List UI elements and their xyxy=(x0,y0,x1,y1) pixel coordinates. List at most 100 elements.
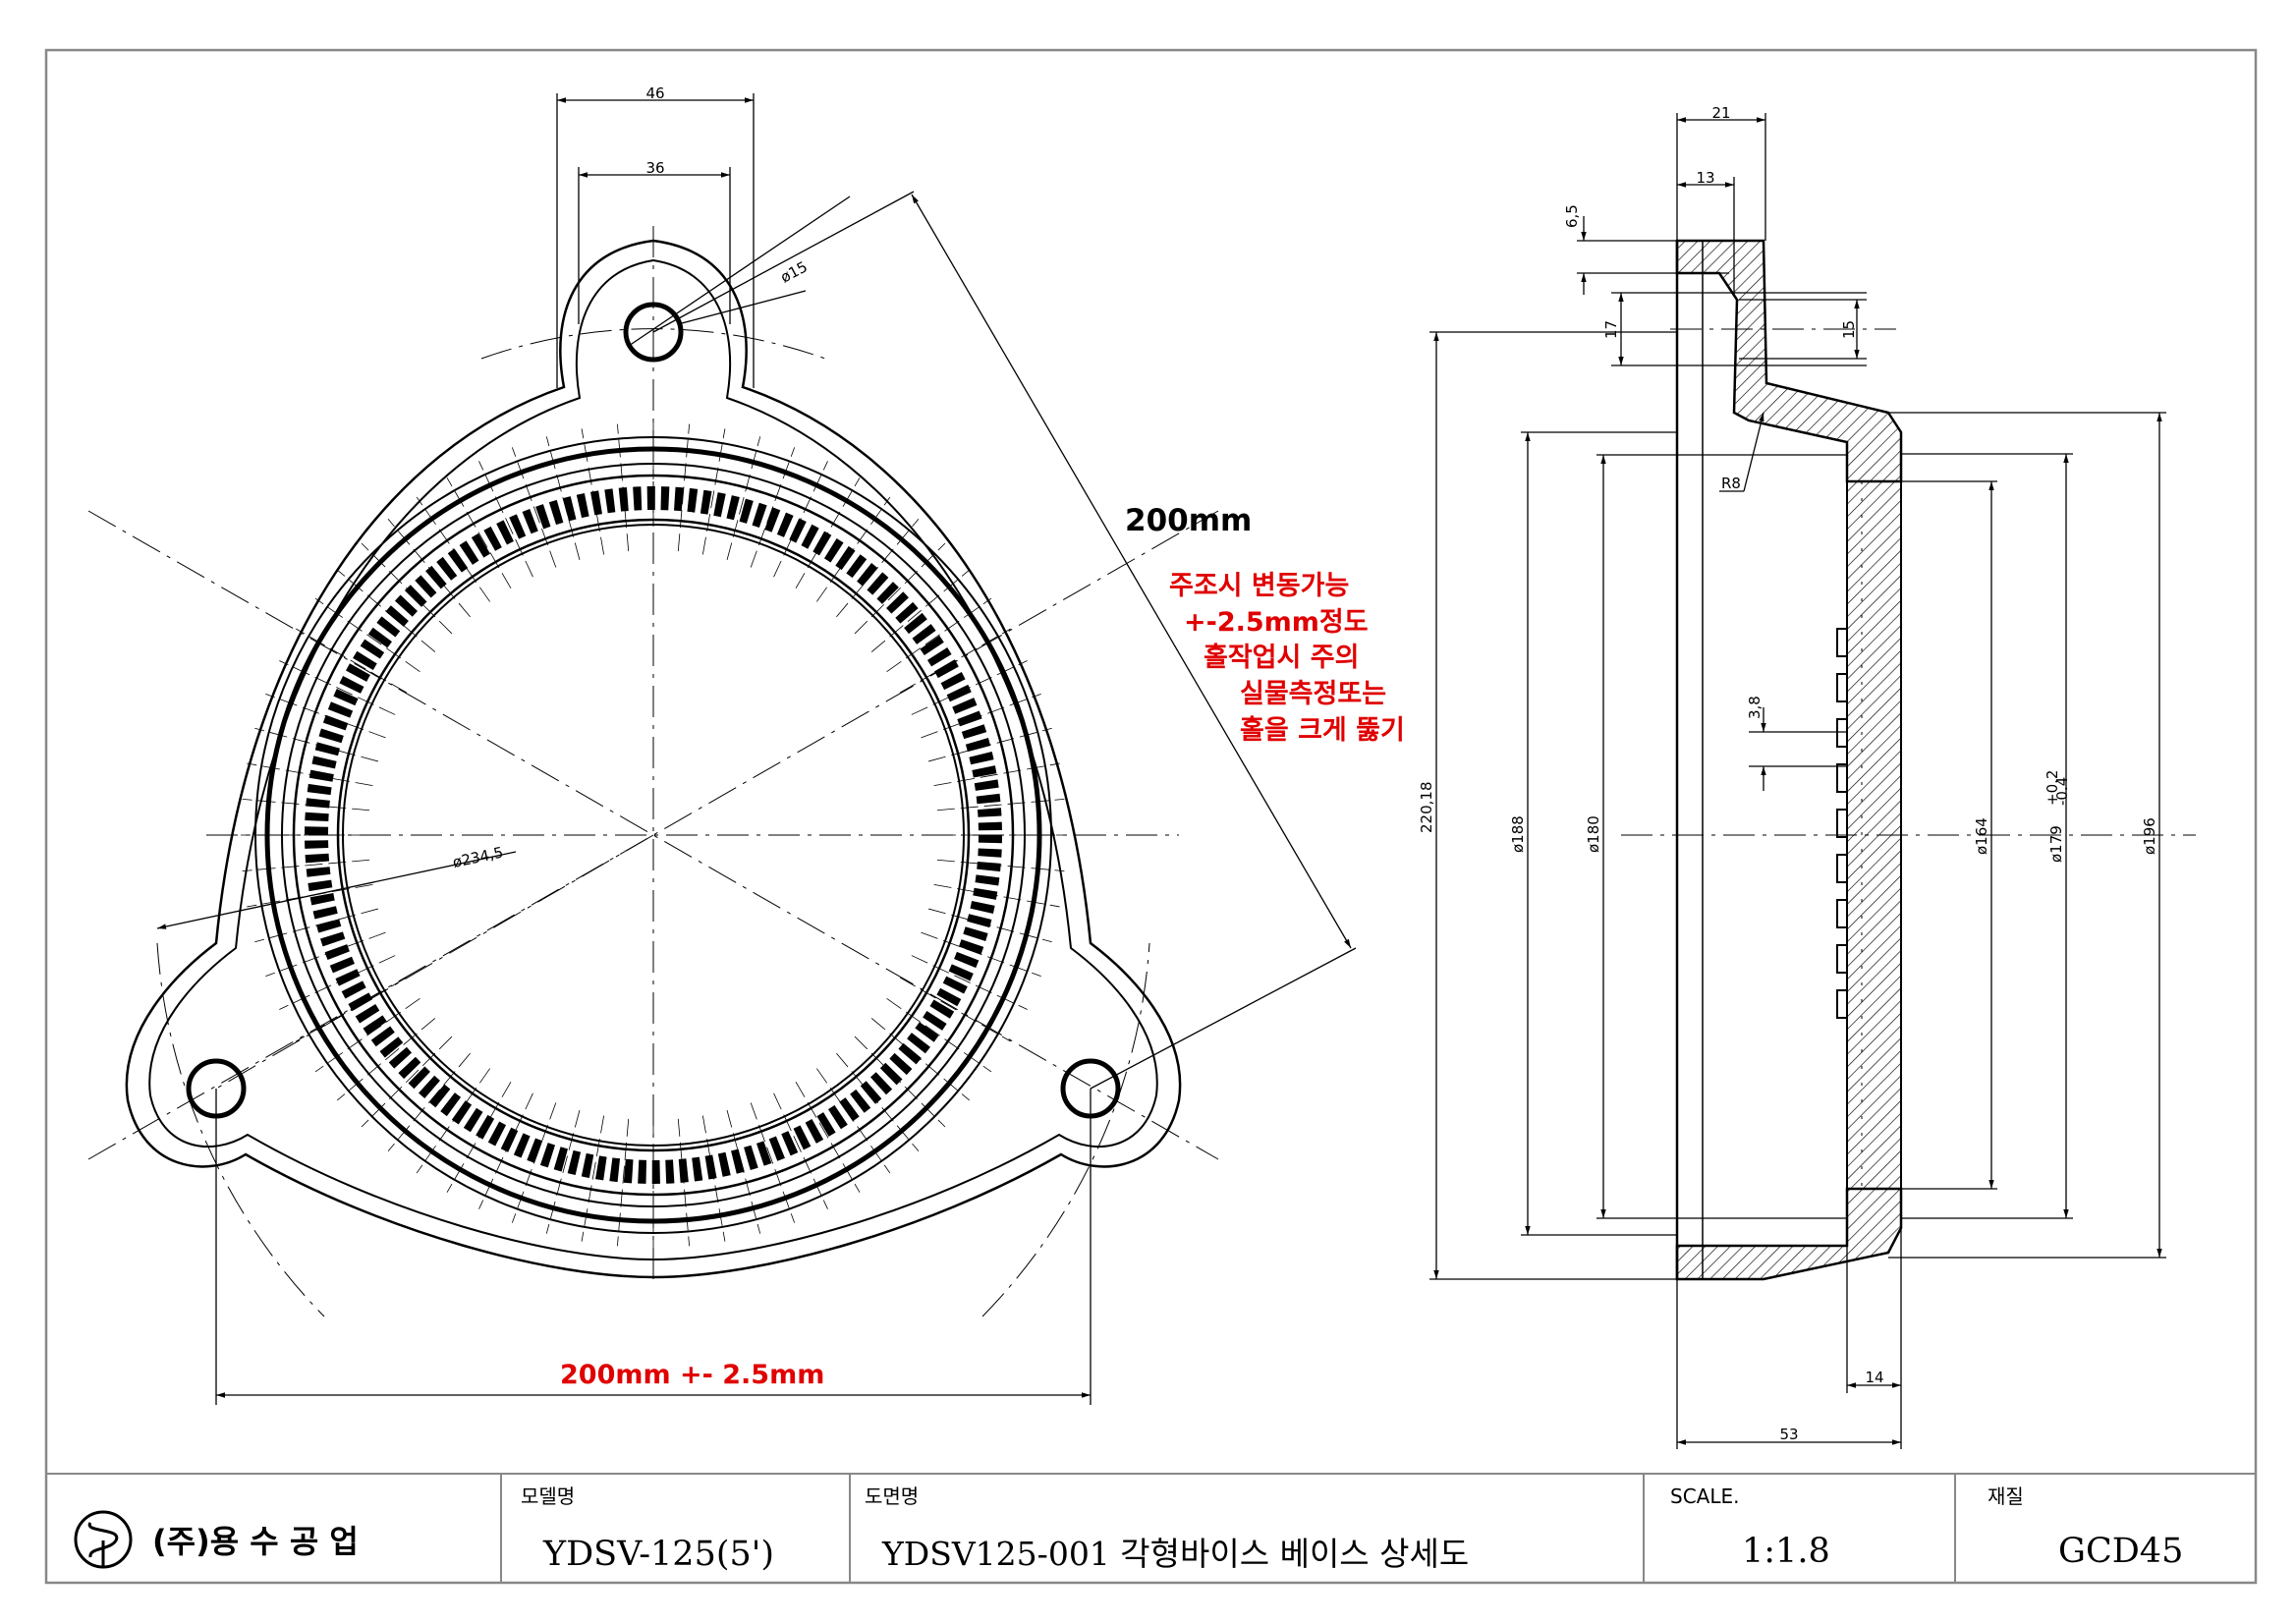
radial-tick xyxy=(337,1018,436,1101)
dim-d188-label: ø188 xyxy=(1509,815,1527,853)
front-view xyxy=(87,93,1357,1405)
dim-38 xyxy=(1749,707,1847,791)
dim-46 xyxy=(556,93,755,388)
dim-d179 xyxy=(1901,453,2073,1219)
radial-tick xyxy=(361,1036,453,1128)
radial-tick xyxy=(854,1036,946,1128)
dim-53-label: 53 xyxy=(1779,1426,1798,1443)
radial-tick xyxy=(279,660,396,715)
dim-22018 xyxy=(1429,331,1677,1280)
dim-d180 xyxy=(1596,454,1847,1219)
radial-tick xyxy=(314,998,420,1073)
dim-21-label: 21 xyxy=(1711,104,1730,122)
radial-tick xyxy=(545,436,581,560)
spacing-label: 200mm +- 2.5mm xyxy=(560,1360,824,1390)
radial-tick xyxy=(795,1081,861,1193)
radial-tick xyxy=(361,542,453,635)
radial-tick xyxy=(511,1102,557,1223)
section-view xyxy=(1429,113,2196,1449)
radial-tick xyxy=(933,883,1060,908)
dim-14-label: 14 xyxy=(1865,1369,1883,1386)
section-wall-top xyxy=(1675,239,1903,483)
radial-tick xyxy=(836,519,920,618)
radial-tick xyxy=(616,1118,630,1247)
radial-tick xyxy=(870,1018,970,1101)
radial-tick xyxy=(616,423,630,552)
dim-r8-leader xyxy=(1743,412,1764,492)
radial-tick xyxy=(314,597,420,672)
dim-r8-label: R8 xyxy=(1721,475,1741,492)
radial-tick xyxy=(816,496,891,602)
scale-value: 1:1.8 xyxy=(1742,1532,1830,1571)
radial-tick xyxy=(921,931,1041,978)
radial-tick xyxy=(911,955,1028,1010)
dim-d180-label: ø180 xyxy=(1585,815,1602,853)
radial-tick xyxy=(836,1052,920,1151)
dim-d188 xyxy=(1521,431,1677,1236)
pcd-label: 200mm xyxy=(1125,503,1252,538)
radial-tick xyxy=(816,1068,891,1174)
radial-tick xyxy=(416,496,490,602)
radial-tick xyxy=(677,1118,691,1247)
dim-17-label: 17 xyxy=(1602,320,1620,339)
radial-tick xyxy=(899,977,1011,1042)
material-label: 재질 xyxy=(1988,1484,2024,1508)
dim-21 xyxy=(1676,113,1766,241)
dim-13-label: 13 xyxy=(1696,169,1714,187)
dim-d2345-label: ø234,5 xyxy=(451,843,505,870)
dim-d179-tol-upper: +0.2 xyxy=(2044,770,2061,806)
radial-tick xyxy=(701,428,726,555)
drawing-label: 도면명 xyxy=(865,1484,919,1508)
dim-14 xyxy=(1846,1228,1902,1393)
radial-tick xyxy=(545,1110,581,1234)
radial-tick xyxy=(387,1052,471,1151)
dim-65-label: 6,5 xyxy=(1563,204,1581,228)
dim-36-label: 36 xyxy=(645,159,664,177)
section-wall-bottom xyxy=(1675,1187,1903,1281)
company-name: (주)용 수 공 업 xyxy=(152,1523,359,1560)
radial-tick xyxy=(726,436,761,560)
radial-tick xyxy=(936,859,1065,872)
drawing-value: YDSV125-001 각형바이스 베이스 상세도 xyxy=(881,1535,1469,1573)
dim-38-label: 3,8 xyxy=(1746,696,1764,719)
radial-tick xyxy=(478,461,533,578)
casting-note-line-4: 실물측정또는 xyxy=(1240,679,1386,709)
dim-22018-label: 220,18 xyxy=(1418,782,1435,834)
dim-d196-label: ø196 xyxy=(2141,817,2158,855)
radial-tick xyxy=(387,519,471,618)
radial-tick xyxy=(337,569,436,652)
dim-17-15 xyxy=(1611,292,1867,366)
radial-tick xyxy=(750,1102,796,1223)
radial-tick xyxy=(478,1092,533,1209)
radial-tick xyxy=(254,727,378,762)
radial-tick xyxy=(242,859,370,872)
radial-tick xyxy=(773,1092,828,1209)
radial-tick xyxy=(581,428,605,555)
radial-tick xyxy=(279,955,396,1010)
radial-tick xyxy=(265,931,386,978)
radial-tick xyxy=(677,423,691,552)
dim-d196 xyxy=(1888,412,2166,1259)
radial-tick xyxy=(296,628,408,694)
radial-tick xyxy=(242,798,370,812)
flange-inner-outline xyxy=(148,258,1158,1261)
dim-d179-label: ø179 xyxy=(2047,825,2065,863)
dim-15-label: 15 xyxy=(1840,320,1858,339)
dim-46-label: 46 xyxy=(645,84,664,102)
radial-tick xyxy=(773,461,828,578)
radial-tick xyxy=(296,977,408,1042)
scale-label: SCALE. xyxy=(1670,1484,1739,1508)
dim-36 xyxy=(578,167,731,324)
dim-200-bottom xyxy=(215,1089,1092,1405)
radial-tick xyxy=(886,998,992,1073)
dim-13 xyxy=(1677,177,1735,295)
dim-53 xyxy=(1676,1279,1902,1449)
flange-outline xyxy=(125,239,1182,1279)
casting-note-line-1: 주조시 변동가능 xyxy=(1169,571,1349,601)
radial-tick xyxy=(701,1115,726,1242)
radial-tick xyxy=(726,1110,761,1234)
radial-tick xyxy=(247,762,373,787)
radial-tick xyxy=(750,447,796,568)
casting-note-line-2: +-2.5mm정도 xyxy=(1184,607,1369,638)
